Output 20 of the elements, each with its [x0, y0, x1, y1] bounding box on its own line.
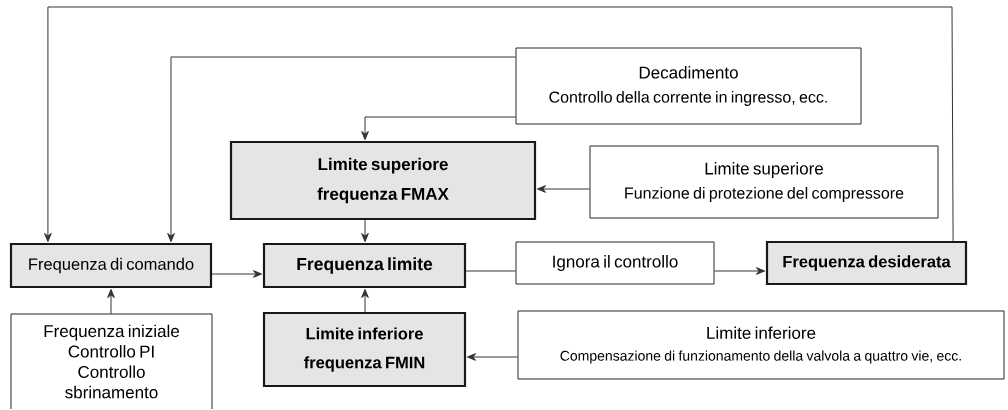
- source-box: Limite inferiore Compensazione di funzionamento della valvola a quattro vie, ecc.: [517, 310, 1005, 380]
- source-box: Decadimento Controllo della corrente in ingresso, ecc.: [515, 47, 862, 125]
- arrow: [167, 56, 516, 243]
- process-box: Frequenza desiderata: [765, 240, 968, 286]
- arrow: [44, 6, 954, 243]
- process-box: Frequenza limite: [262, 242, 467, 289]
- limit-box: Limite superiore frequenza FMAX: [229, 140, 537, 221]
- arrow: [361, 219, 369, 243]
- arrow: [361, 288, 369, 313]
- arrow: [536, 185, 590, 193]
- arrow: [361, 116, 516, 141]
- process-box: Ignora il controllo: [515, 241, 715, 285]
- arrow: [107, 288, 115, 315]
- arrow: [211, 270, 263, 278]
- arrow: [714, 267, 766, 275]
- source-box: Frequenza iniziale Controllo PI Controllo sbrinamento: [10, 313, 213, 410]
- process-box: Frequenza di comando: [9, 242, 213, 289]
- source-box: Limite superiore Funzione di protezione del compressore: [589, 145, 939, 219]
- arrow: [466, 353, 518, 361]
- limit-box: Limite inferiore frequenza FMIN: [262, 311, 467, 388]
